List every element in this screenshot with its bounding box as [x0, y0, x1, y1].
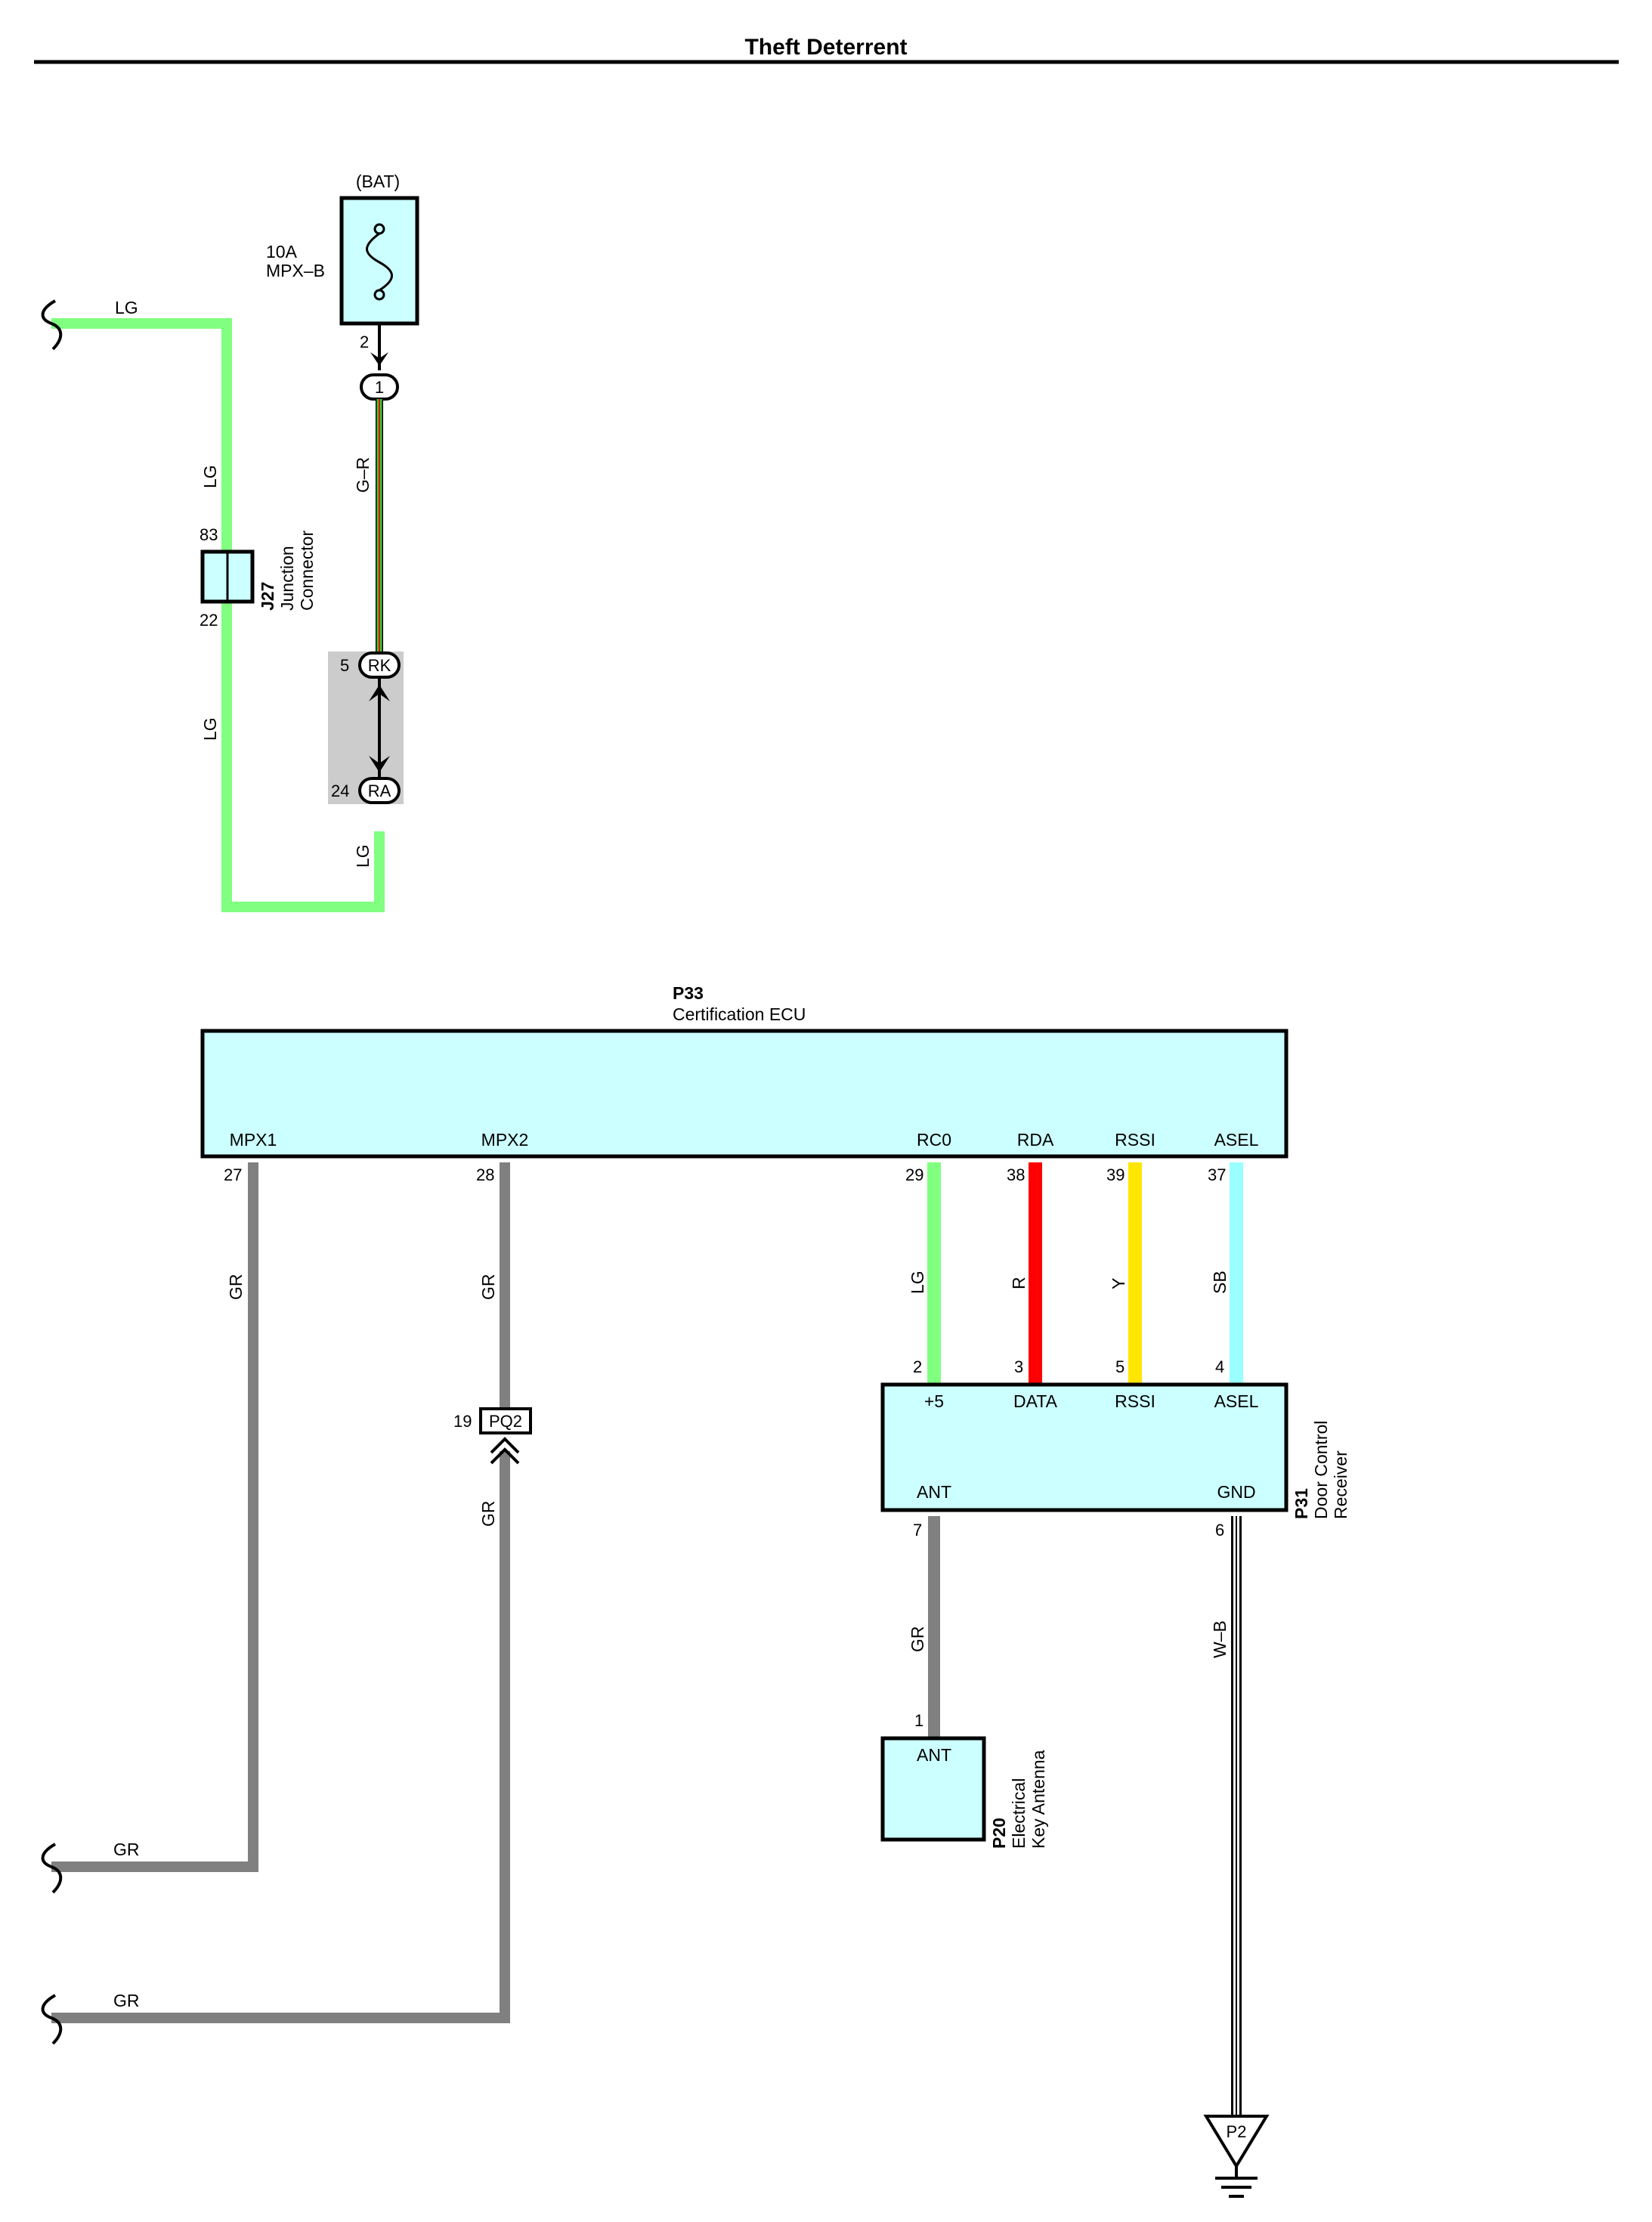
connector-arrow-icon [370, 352, 388, 366]
receiver-terminal-rssi: RSSI [1115, 1391, 1155, 1411]
j27-pin-top: 83 [200, 525, 218, 544]
ecu-pin-37: 37 [1208, 1165, 1226, 1184]
wire-label-lg-up: LG [200, 465, 220, 488]
antenna-name-line2: Key Antenna [1029, 1750, 1048, 1849]
j27-name-line2: Connector [297, 531, 317, 611]
connector-ra-id: RA [368, 781, 391, 800]
antenna-name-line1: Electrical [1009, 1778, 1029, 1849]
receiver-box [880, 1382, 1288, 1512]
inline-connector-rk-ra: RK 5 RA 24 [328, 651, 404, 804]
receiver-pin-4: 4 [1215, 1357, 1224, 1376]
connector-1-pin: 1 [375, 378, 384, 397]
ecu-pin-28: 28 [476, 1165, 494, 1184]
fuse-box [339, 196, 419, 326]
fuse-pin: 2 [360, 333, 369, 351]
wire-label-gr-mpx2-lower: GR [478, 1501, 498, 1527]
j27-junction-connector: 83 22 J27 Junction Connector [200, 525, 317, 630]
ecu-name: Certification ECU [673, 1004, 806, 1024]
ecu-pin-39: 39 [1106, 1165, 1125, 1184]
ground-id: P2 [1227, 2122, 1247, 2141]
j27-name-line1: Junction [277, 546, 297, 611]
connector-rk-pin: 5 [340, 656, 349, 675]
wire-label-gr-ant: GR [908, 1626, 927, 1653]
ecu-pin-38: 38 [1007, 1165, 1025, 1184]
wire-label-gr-in2: GR [113, 1991, 140, 2010]
ecu-pin-27: 27 [224, 1165, 242, 1184]
fuse-rating: 10A [266, 242, 298, 262]
ecu-id: P33 [673, 983, 704, 1003]
wire-label-lg-out: LG [353, 844, 373, 868]
receiver-pin-2: 2 [913, 1357, 922, 1376]
connector-pq2-id: PQ2 [489, 1412, 522, 1431]
connector-ra [358, 777, 401, 804]
fuse-source: (BAT) [356, 172, 400, 191]
antenna-box [880, 1736, 986, 1842]
receiver-pin-6: 6 [1215, 1521, 1224, 1540]
wire-label-gr-mpx1: GR [226, 1274, 246, 1301]
wire-label-lg-rco: LG [908, 1270, 927, 1294]
connector-rk-id: RK [368, 656, 391, 675]
wire-label-r-rda: R [1009, 1277, 1029, 1289]
wire-label-gr-in1: GR [113, 1840, 140, 1859]
gr-wire-mpx1 [51, 1162, 258, 1872]
receiver-terminal-asel: ASEL [1214, 1391, 1259, 1411]
fuse-mpx-b: (BAT) 10A MPX–B 2 [266, 172, 419, 351]
j27-id: J27 [258, 582, 277, 611]
receiver-pin-5: 5 [1115, 1357, 1125, 1376]
wire-break-gr2 [41, 1994, 63, 2045]
receiver-pin-3: 3 [1014, 1357, 1023, 1376]
wire-label-lg-down: LG [200, 717, 220, 741]
ecu-terminal-rc0: RC0 [917, 1130, 951, 1150]
receiver-terminal-ant: ANT [917, 1482, 951, 1502]
ecu-pin-29: 29 [905, 1165, 923, 1184]
ecu-terminal-asel: ASEL [1214, 1130, 1259, 1150]
fuse-name: MPX–B [266, 261, 325, 280]
receiver-terminal-data: DATA [1013, 1391, 1058, 1411]
mate-arrow-down-icon [369, 756, 390, 772]
wire-label-y-rssi: Y [1109, 1278, 1128, 1289]
ecu-box [200, 1029, 1288, 1159]
wire-label-gr-mpx2-upper: GR [478, 1274, 498, 1301]
wire-break-lg [41, 299, 63, 351]
ecu-terminal-rda: RDA [1017, 1130, 1054, 1150]
receiver-name-line1: Door Control [1311, 1421, 1331, 1519]
electrical-key-antenna-p20: ANT 1 P20 Electrical Key Antenna [880, 1711, 1048, 1849]
receiver-id: P31 [1292, 1488, 1311, 1519]
door-control-receiver-p31: +5 DATA RSSI ASEL ANT GND 2 3 5 4 7 6 P3… [880, 1357, 1350, 1540]
wire-label-lg-in: LG [115, 298, 138, 317]
ecu-terminal-mpx2: MPX2 [481, 1130, 529, 1150]
ecu-terminal-rssi: RSSI [1115, 1130, 1155, 1150]
receiver-pin-7: 7 [913, 1521, 922, 1540]
j27-pin-bottom: 22 [200, 611, 218, 630]
receiver-name-line2: Receiver [1331, 1450, 1350, 1519]
wire-break-gr1 [41, 1843, 63, 1894]
mate-arrow-up-icon [369, 685, 390, 701]
wire-label-sb-asel: SB [1210, 1270, 1230, 1294]
antenna-terminal: ANT [917, 1745, 951, 1765]
connector-pq2-pin: 19 [453, 1412, 472, 1431]
antenna-id: P20 [989, 1818, 1009, 1849]
lg-wire [51, 318, 385, 912]
fuse-icon [366, 232, 393, 292]
gr-wire-mpx2-lower [51, 1451, 510, 2023]
chevron-up-icon [490, 1437, 520, 1465]
connector-ra-pin: 24 [331, 781, 349, 800]
antenna-pin: 1 [914, 1711, 923, 1730]
receiver-terminal-gnd: GND [1217, 1482, 1255, 1502]
wire-label-wb-gnd: W–B [1210, 1620, 1230, 1658]
receiver-terminal-plus5: +5 [924, 1391, 944, 1411]
ecu-terminal-mpx1: MPX1 [230, 1130, 277, 1150]
page-title: Theft Deterrent [744, 35, 907, 60]
certification-ecu-p33: P33 Certification ECU MPX1 MPX2 RC0 RDA … [200, 983, 1288, 1184]
ground-p2: P2 [1203, 2115, 1270, 2198]
connector-pq2: PQ2 19 [453, 1407, 532, 1465]
ground-triangle-icon [1203, 2115, 1270, 2169]
wire-label-g-r: G–R [353, 457, 373, 493]
